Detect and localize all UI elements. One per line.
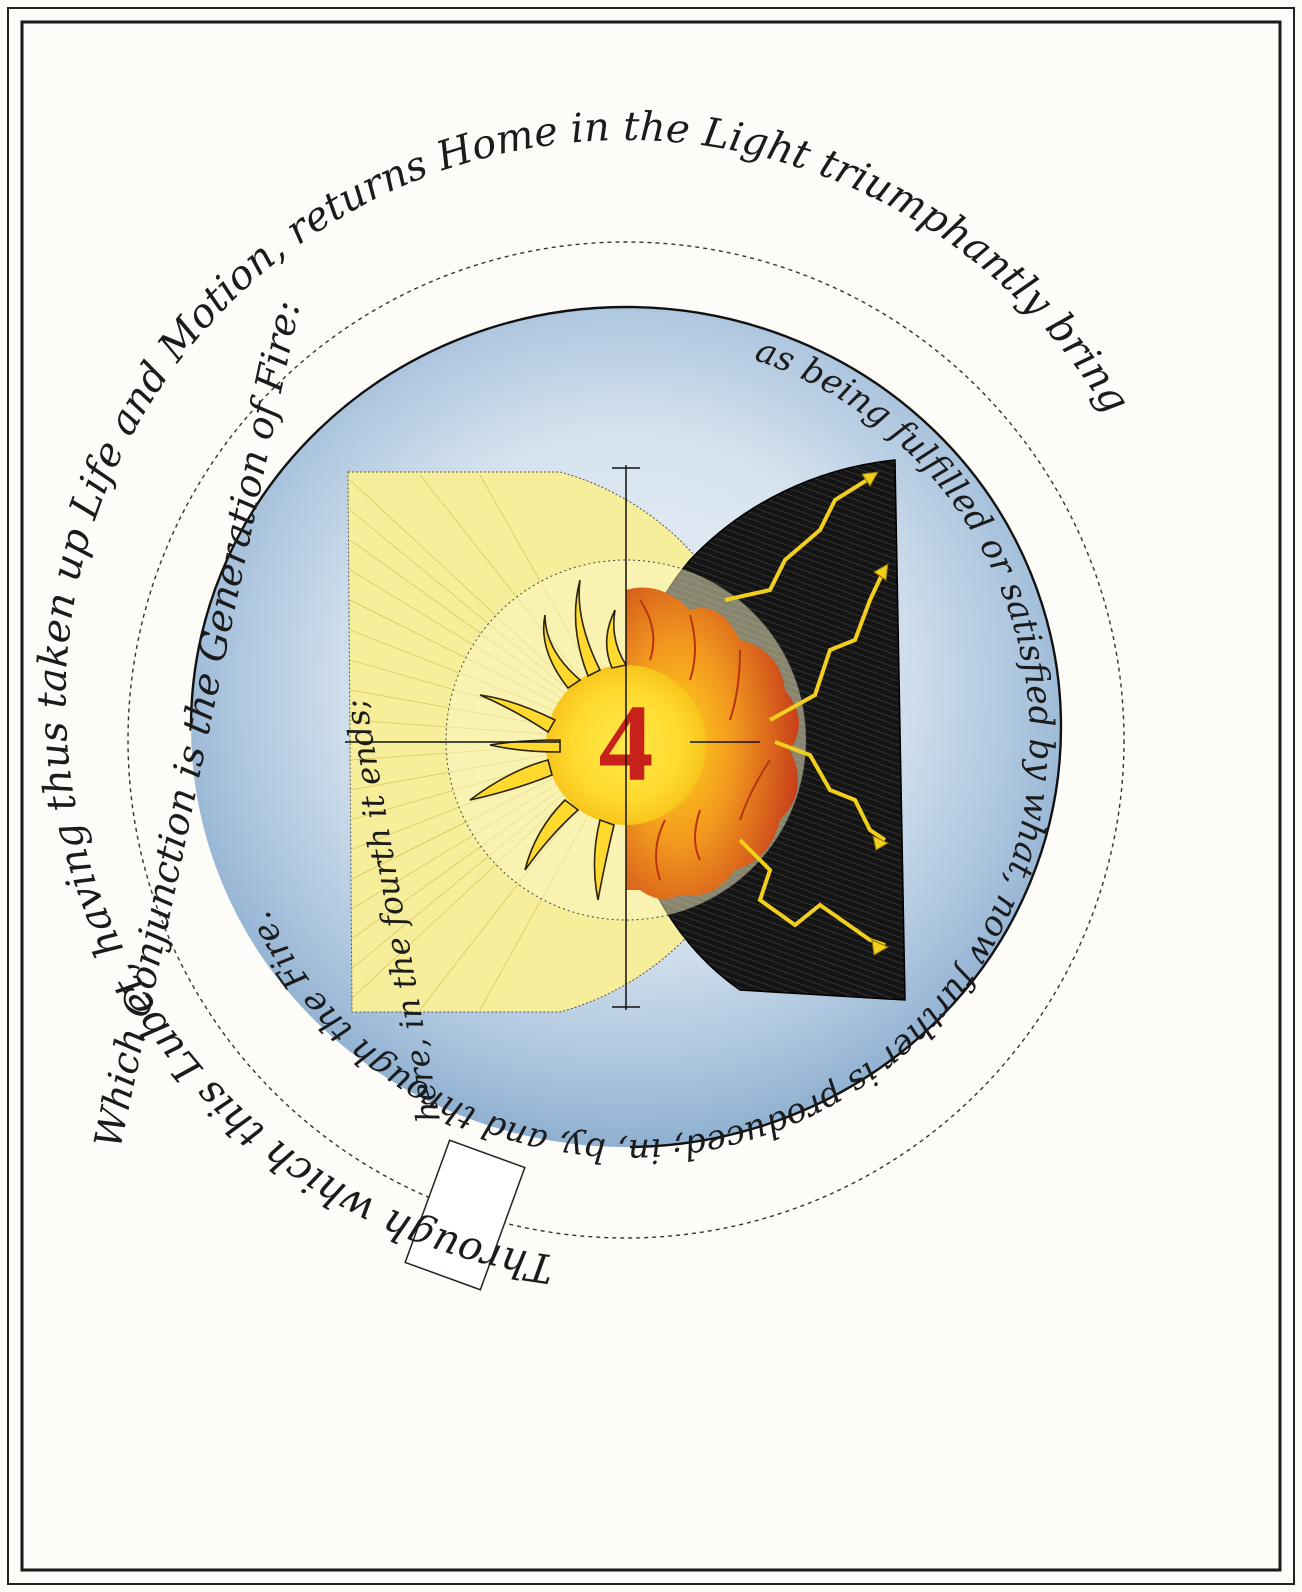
globe-outline-bottom-right — [629, 726, 1063, 1149]
fire-icon — [626, 587, 799, 899]
inner-border — [20, 20, 1282, 1572]
blank-cartouche — [404, 1139, 526, 1291]
outer-border — [7, 7, 1295, 1585]
dashed-guide-circle — [127, 241, 1125, 1239]
lightning-arrowheads — [861, 471, 890, 956]
globe-outline-top — [189, 305, 1063, 728]
lightning-icon — [724, 473, 887, 947]
